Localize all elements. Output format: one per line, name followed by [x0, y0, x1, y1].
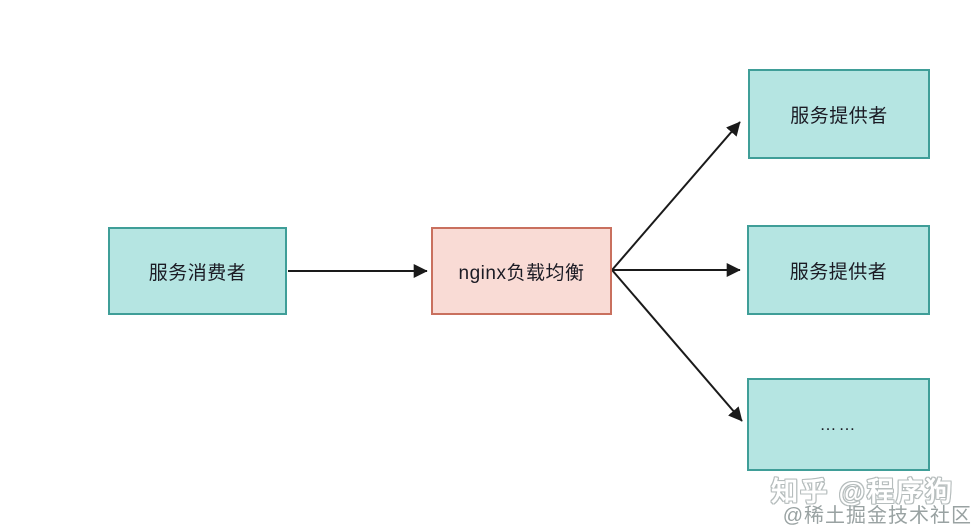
- node-service-provider-2-label: 服务提供者: [789, 261, 888, 283]
- node-service-provider-1: 服务提供者: [748, 69, 930, 159]
- node-nginx-load-balancer-label: nginx负载均衡: [458, 262, 585, 284]
- node-nginx-load-balancer: nginx负载均衡: [431, 227, 612, 315]
- node-more-providers-label: ……: [819, 414, 858, 434]
- arrow-nginx-to-provider1: [611, 121, 741, 271]
- arrow-nginx-to-more: [611, 269, 743, 422]
- watermark-zhihu: 知乎 @程序狗: [771, 477, 954, 507]
- node-service-provider-1-label: 服务提供者: [790, 105, 888, 127]
- node-service-consumer-label: 服务消费者: [148, 262, 247, 284]
- node-more-providers: ……: [747, 378, 930, 471]
- node-service-consumer: 服务消费者: [108, 227, 287, 315]
- watermark-juejin: @稀土掘金技术社区: [782, 505, 972, 525]
- node-service-provider-2: 服务提供者: [747, 225, 930, 315]
